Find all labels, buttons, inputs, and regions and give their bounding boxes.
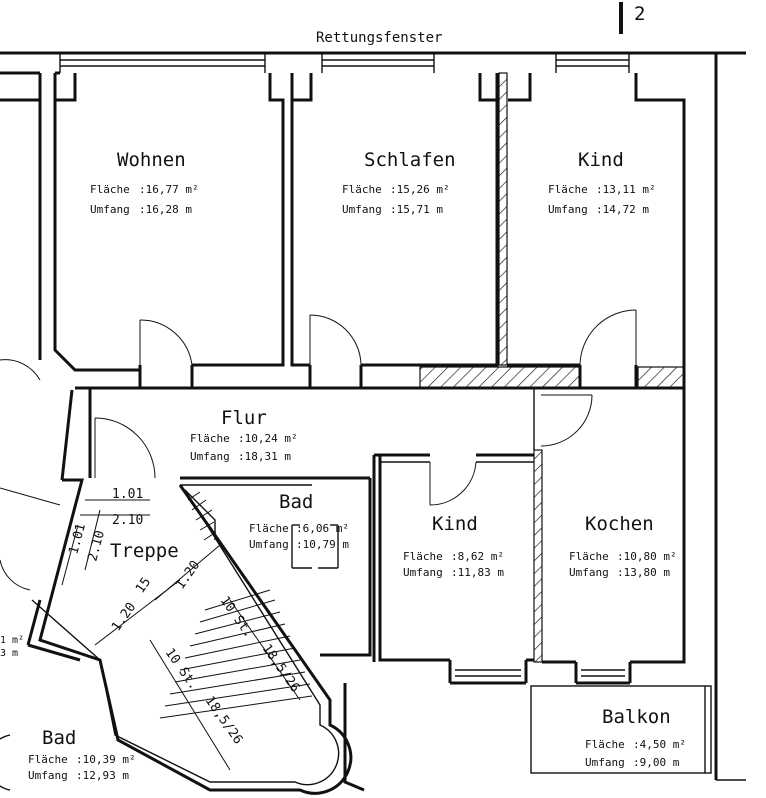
area-label-schlafen: Fläche — [342, 183, 382, 196]
partial-area-value: 1 m² — [0, 635, 24, 646]
perimeter-value-kind-small: :11,83 m — [451, 566, 504, 579]
stair-dim-top-1: 1.01 — [112, 487, 143, 502]
area-value-kind-small: :8,62 m² — [451, 550, 504, 563]
stair-dimension-lines — [61, 499, 221, 646]
perimeter-value-bad-left: :12,93 m — [76, 769, 129, 782]
perimeter-value-kind-top: :14,72 m — [596, 203, 649, 216]
section-marker-label: 2 — [634, 3, 645, 25]
perimeter-label-kind-top: Umfang — [548, 203, 588, 216]
kitchen-partition-hatched — [533, 449, 543, 663]
room-name-balkon: Balkon — [602, 706, 671, 728]
perimeter-label-flur: Umfang — [190, 450, 230, 463]
stair-name: Treppe — [110, 540, 179, 562]
bad-left-arc — [0, 734, 11, 791]
room-bad-center-walls — [291, 478, 372, 657]
left-door-arc — [0, 359, 41, 381]
room-name-kochen: Kochen — [585, 513, 654, 535]
room-wohnen-walls — [53, 53, 285, 388]
area-label-bad-center: Fläche — [249, 522, 289, 535]
area-value-bad-center: :6,06 m² — [296, 522, 349, 535]
left-lower-arc — [0, 559, 31, 591]
room-schlafen-walls — [290, 53, 499, 388]
perimeter-value-flur: :18,31 m — [238, 450, 291, 463]
area-label-kind-top: Fläche — [548, 183, 588, 196]
area-value-bad-left: :10,39 m² — [76, 753, 136, 766]
area-value-balkon: :4,50 m² — [633, 738, 686, 751]
perimeter-value-balkon: :9,00 m — [633, 756, 680, 769]
landing-hatch — [187, 491, 217, 541]
perimeter-label-schlafen: Umfang — [342, 203, 382, 216]
room-balkon-outline — [530, 685, 712, 774]
partition-wall-hatched — [498, 72, 508, 366]
area-value-wohnen: :16,77 m² — [139, 183, 199, 196]
perimeter-label-wohnen: Umfang — [90, 203, 130, 216]
stair-dim-top-2: 2.10 — [112, 513, 143, 528]
stair-treads — [149, 589, 313, 771]
area-label-wohnen: Fläche — [90, 183, 130, 196]
area-label-kind-small: Fläche — [403, 550, 443, 563]
perimeter-label-kind-small: Umfang — [403, 566, 443, 579]
partial-perimeter-value: 3 m — [0, 648, 18, 659]
area-label-kochen: Fläche — [569, 550, 609, 563]
room-flur-walls — [60, 386, 684, 486]
perimeter-value-wohnen: :16,28 m — [139, 203, 192, 216]
room-kind-top-walls — [507, 53, 686, 388]
area-value-kind-top: :13,11 m² — [596, 183, 656, 196]
perimeter-label-kochen: Umfang — [569, 566, 609, 579]
perimeter-value-bad-center: :10,79 m — [296, 538, 349, 551]
area-value-kochen: :10,80 m² — [617, 550, 677, 563]
room-name-flur: Flur — [221, 407, 267, 429]
room-kind-small-walls — [372, 453, 534, 685]
area-value-flur: :10,24 m² — [238, 432, 298, 445]
area-value-schlafen: :15,26 m² — [390, 183, 450, 196]
perimeter-label-bad-center: Umfang — [249, 538, 289, 551]
perimeter-label-bad-left: Umfang — [28, 769, 68, 782]
perimeter-value-kochen: :13,80 m — [617, 566, 670, 579]
lower-exterior-wall — [343, 683, 365, 792]
exterior-walls — [0, 2, 746, 781]
room-name-schlafen: Schlafen — [364, 149, 456, 171]
perimeter-value-schlafen: :15,71 m — [390, 203, 443, 216]
area-label-balkon: Fläche — [585, 738, 625, 751]
room-name-kind-top: Kind — [578, 149, 624, 171]
room-name-kind-small: Kind — [432, 513, 478, 535]
room-name-bad-center: Bad — [279, 491, 313, 513]
stair-dim-riser: 15 — [133, 575, 154, 596]
stair-dim-vert-2: 2.10 — [85, 529, 108, 563]
area-label-flur: Fläche — [190, 432, 230, 445]
room-name-wohnen: Wohnen — [117, 149, 186, 171]
corridor-wall-hatched-right — [637, 366, 685, 389]
corridor-wall-hatched — [419, 366, 581, 389]
stair-dim-diag-1: 1.20 — [109, 600, 139, 634]
area-label-bad-left: Fläche — [28, 753, 68, 766]
room-name-bad-left: Bad — [42, 727, 76, 749]
rescue-window-label: Rettungsfenster — [316, 30, 442, 46]
room-kochen-walls — [542, 388, 686, 685]
stair-flight-2-ratio: 18,5/26 — [202, 694, 246, 747]
staircase — [0, 359, 353, 795]
perimeter-label-balkon: Umfang — [585, 756, 625, 769]
